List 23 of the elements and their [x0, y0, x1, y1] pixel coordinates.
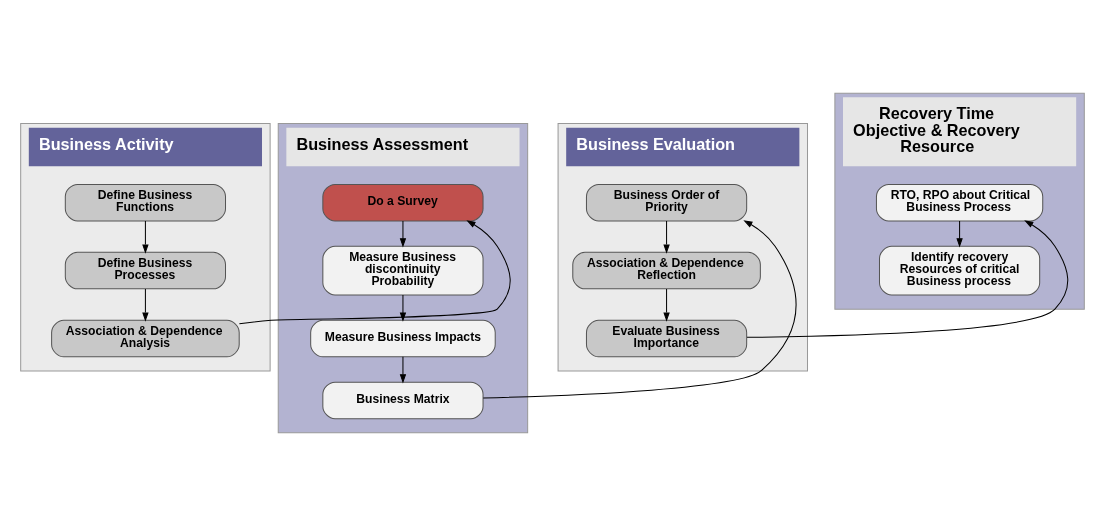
node-box: Define Business Processes	[64, 251, 226, 289]
arrow	[399, 220, 407, 247]
node-box: RTO, RPO about Critical Business Process	[875, 183, 1044, 221]
node-box: Define Business Functions	[64, 183, 226, 221]
node-box: Business Order of Priority	[585, 183, 748, 221]
arrow	[142, 220, 149, 254]
arrow	[238, 219, 511, 324]
node-box: Measure Business discontinuity Probability	[322, 245, 484, 295]
arrow	[482, 219, 797, 398]
arrow	[663, 287, 670, 322]
node-box: Business Matrix	[322, 381, 484, 419]
node-box: Measure Business Impacts	[310, 319, 496, 357]
node-box: Evaluate Business Importance	[585, 319, 748, 357]
arrow	[399, 294, 407, 322]
arrow	[956, 220, 963, 247]
node-box: Association & Dependence Reflection	[572, 251, 761, 289]
arrow	[746, 219, 1069, 338]
node-box: Do a Survey	[322, 183, 484, 221]
node-box: Identify recovery Resources of critical Business process	[879, 245, 1041, 295]
arrow	[663, 220, 670, 254]
arrow	[399, 355, 407, 383]
arrow	[142, 287, 149, 322]
node-box: Association & Dependence Analysis	[51, 319, 240, 357]
